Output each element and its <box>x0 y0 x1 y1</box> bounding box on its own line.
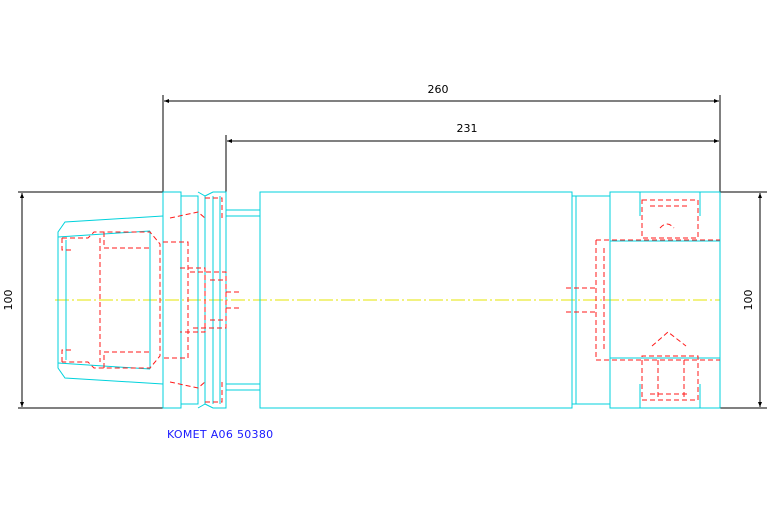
dim-231-label: 231 <box>457 122 478 135</box>
taper-shank <box>57 215 164 385</box>
head <box>609 191 721 409</box>
main-body <box>259 191 573 409</box>
dim-260-label: 260 <box>428 83 449 96</box>
dimension-lines <box>18 95 767 409</box>
part-number-caption: KOMET A06 50380 <box>167 428 274 441</box>
flange <box>162 191 182 409</box>
dim-right-100-label: 100 <box>742 290 755 311</box>
dim-left-100-label: 100 <box>2 290 15 311</box>
hidden-lines <box>61 197 720 403</box>
